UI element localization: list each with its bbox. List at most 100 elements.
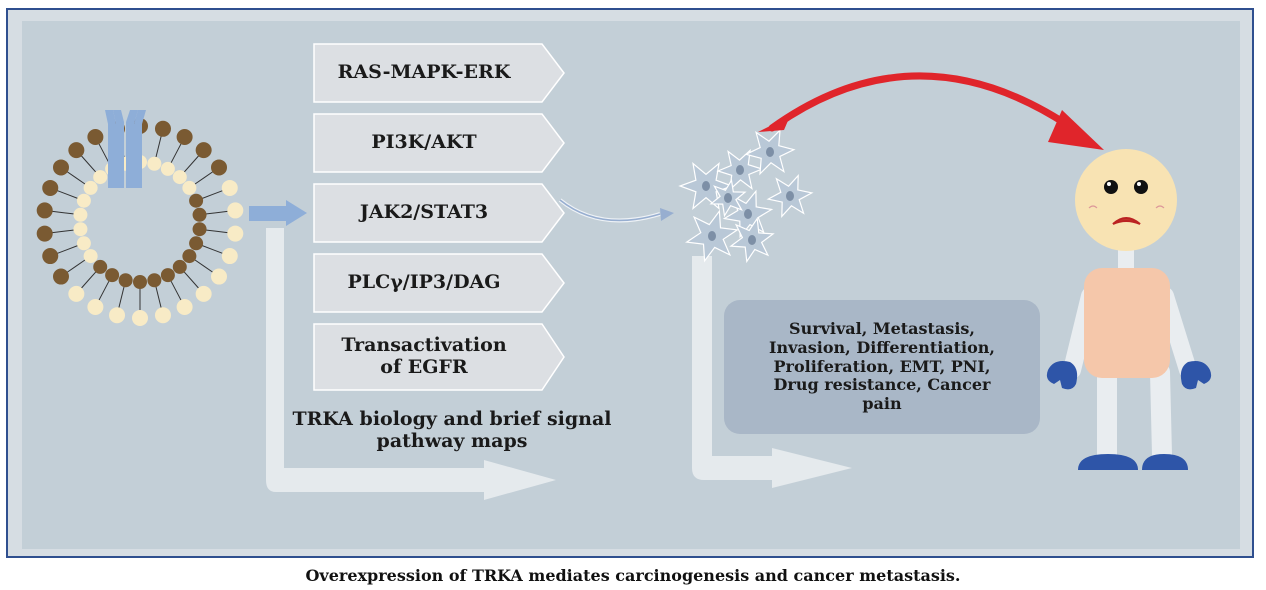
lipid-tail	[117, 285, 125, 310]
lipid-head-outer	[52, 159, 69, 176]
red-curved-arrow	[758, 72, 1104, 150]
lipid-head-outer	[176, 128, 193, 145]
blue-right-arrow	[249, 200, 307, 226]
lipid-head-outer	[52, 268, 69, 285]
lipid-head-inner	[83, 249, 98, 264]
lipid-tail	[155, 285, 163, 310]
pathway-pi3k-akt: PI3K/AKT	[371, 131, 477, 154]
lipid-tail	[65, 170, 86, 185]
lipid-tail	[50, 229, 75, 234]
lipid-head-inner	[160, 268, 175, 283]
lipid-tail	[183, 271, 201, 290]
pathway-arrow-box	[313, 253, 565, 313]
lipid-head-outer	[36, 202, 53, 219]
lipid-tail	[79, 154, 97, 173]
lipid-head-outer	[221, 248, 238, 265]
curved-arrow-to-cells	[558, 198, 674, 223]
lipid-head-inner	[105, 268, 120, 283]
lipid-head-inner	[192, 222, 207, 237]
lipid-tail	[55, 189, 79, 200]
lipid-head-outer	[132, 310, 148, 326]
lipid-tail	[201, 189, 225, 200]
cell-nucleus	[748, 235, 756, 245]
lipid-head-inner	[147, 156, 162, 171]
lipid-head-inner	[189, 236, 204, 251]
lipid-head-outer	[42, 179, 59, 196]
lipid-head-outer	[36, 225, 53, 242]
lipid-tail	[55, 244, 79, 255]
cell-nucleus	[766, 147, 774, 157]
pathway-transactivation-egfr: Transactivation of EGFR	[341, 334, 507, 378]
pathway-arrow-box	[313, 323, 565, 391]
lipid-tail	[79, 271, 97, 290]
lipid-tail	[194, 259, 215, 274]
lipid-head-outer	[87, 299, 104, 316]
lipid-tail	[50, 210, 75, 215]
lipid-head-inner	[160, 161, 175, 176]
lipid-head-inner	[93, 259, 108, 274]
lipid-tail	[205, 210, 230, 215]
lipid-tail	[183, 154, 201, 173]
pathway-arrow-box	[313, 113, 565, 173]
lipid-head-outer	[176, 299, 193, 316]
lipid-head-outer	[211, 268, 228, 285]
lipid-tail	[97, 142, 110, 164]
pathway-jak2-stat3: JAK2/STAT3	[359, 201, 489, 224]
lipid-head-outer	[87, 128, 104, 145]
lipid-head-inner	[73, 222, 88, 237]
lipid-head-outer	[227, 202, 244, 219]
sad-person-figure	[1046, 149, 1212, 470]
lipid-tail	[65, 259, 86, 274]
lipid-head-outer	[195, 285, 212, 302]
cancer-cells-cluster	[678, 128, 814, 264]
pathway-plcg-ip3-dag: PLCγ/IP3/DAG	[347, 271, 501, 294]
lipid-head-inner	[73, 207, 88, 222]
figure-caption: Overexpression of TRKA mediates carcinog…	[305, 566, 961, 585]
lipid-head-inner	[172, 170, 187, 185]
lipid-head-outer	[154, 120, 171, 137]
lipid-head-inner	[93, 170, 108, 185]
cell-nucleus	[744, 209, 752, 219]
lipid-tail	[97, 280, 110, 302]
lipid-head-inner	[192, 207, 207, 222]
lipid-tail	[205, 229, 230, 234]
pathway-ras-mapk-erk: RAS-MAPK-ERK	[337, 61, 511, 84]
pathway-map-label: TRKA biology and brief signal pathway ma…	[292, 408, 612, 453]
lipid-head-outer	[68, 142, 85, 159]
lipid-head-inner	[83, 180, 98, 195]
lipid-tail	[170, 142, 183, 164]
lipid-head-outer	[195, 142, 212, 159]
trka-receptor-icon	[105, 110, 146, 188]
lipid-head-outer	[109, 307, 126, 324]
lipid-head-inner	[189, 193, 204, 208]
lipid-head-inner	[76, 236, 91, 251]
lipid-head-inner	[182, 180, 197, 195]
lipid-head-outer	[211, 159, 228, 176]
lipid-head-inner	[182, 249, 197, 264]
lipid-head-inner	[147, 273, 162, 288]
lipid-head-inner	[172, 259, 187, 274]
lipid-head-outer	[68, 285, 85, 302]
lipid-head-inner	[133, 275, 147, 289]
pathway-arrow-box	[313, 43, 565, 103]
lipid-tail	[170, 280, 183, 302]
pathway-box-shapes	[313, 43, 565, 391]
lipid-head-outer	[154, 307, 171, 324]
cell-nucleus	[708, 231, 716, 241]
lipid-head-outer	[227, 225, 244, 242]
pathway-arrow-box	[313, 183, 565, 243]
cell-nucleus	[724, 193, 732, 203]
white-l-arrow-left	[266, 228, 556, 500]
lipid-tail	[155, 134, 163, 159]
lipid-head-inner	[118, 273, 133, 288]
cell-nucleus	[736, 165, 744, 175]
lipid-tail	[194, 170, 215, 185]
cell-nucleus	[702, 181, 710, 191]
white-l-arrow-right	[692, 256, 852, 488]
cell-nucleus	[786, 191, 794, 201]
lipid-tail	[201, 244, 225, 255]
lipid-head-inner	[76, 193, 91, 208]
lipid-head-outer	[42, 248, 59, 265]
lipid-head-outer	[221, 179, 238, 196]
